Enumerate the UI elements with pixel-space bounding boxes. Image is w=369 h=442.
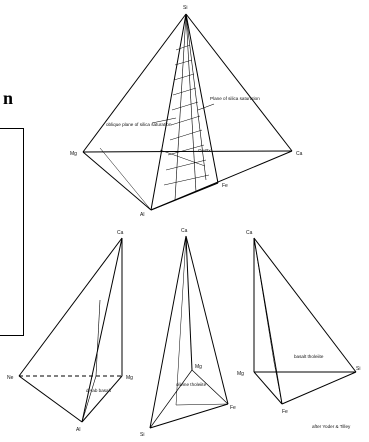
- edge-b-inner-right: [191, 369, 229, 405]
- internal-line-5: [159, 149, 206, 167]
- vertex-label-c-right: Si: [356, 366, 360, 372]
- edge-apex-right: [185, 13, 293, 152]
- edge-left-right: [82, 150, 293, 153]
- internal-b-1: [175, 235, 187, 406]
- edge-apex-left: [82, 13, 187, 153]
- vertex-label-b-inner: Mg: [195, 364, 202, 370]
- label-c: basalt tholeiite: [294, 354, 324, 359]
- label-a: di+ab basalt: [86, 388, 112, 393]
- label-b: olivine tholeiite: [176, 382, 207, 387]
- tetrahedron-b: Ca Mg Si Fe olivine tholeiite: [140, 228, 236, 438]
- internal-line-4: [99, 147, 152, 211]
- label-oblique-plane: oblique plane of silica saturation: [106, 122, 172, 127]
- vertex-label-a-right: Mg: [126, 375, 133, 381]
- hatching: [163, 44, 210, 186]
- edge-c-left-bottom: [253, 371, 283, 405]
- internal-c-1: [253, 237, 275, 363]
- edge-a-bottom-right: [81, 375, 123, 423]
- internal-a-2: [81, 375, 97, 423]
- vertex-label-bottom: Al: [140, 212, 144, 218]
- vertex-label-b-right: Fe: [230, 405, 236, 411]
- vertex-label-b-bottom: Si: [140, 432, 144, 438]
- edge-bottom-inner: [150, 182, 219, 211]
- edge-b-apex-inner: [185, 235, 193, 371]
- vertex-label-c-left: Mg: [237, 371, 244, 377]
- vertex-label-a-apex: Ca: [117, 230, 124, 236]
- edge-b-apex-bottom: [149, 235, 187, 429]
- vertex-label-inner: Fe: [222, 183, 228, 189]
- edge-a-left-bottom: [18, 375, 83, 423]
- internal-a-1: [95, 299, 101, 377]
- heading-fragment: n: [3, 88, 14, 108]
- edge-c-bottom-right: [281, 371, 357, 405]
- vertex-label-b-apex: Ca: [181, 228, 188, 234]
- vertex-label-c-apex: Ca: [246, 230, 253, 236]
- internal-line-1: [174, 13, 187, 201]
- tetrahedron-a: Ca Ne Mg Al di+ab basalt: [7, 230, 133, 433]
- vertex-label-c-bottom: Fe: [282, 409, 288, 415]
- vertex-label-apex: Si: [183, 5, 187, 11]
- label-region: Ol+Px: [198, 148, 211, 153]
- edge-b-apex-right: [185, 235, 229, 405]
- tetrahedron-c: Ca Mg Si Fe basalt tholeiite: [237, 230, 360, 415]
- internal-line-3: [185, 13, 207, 181]
- internal-c-2: [273, 361, 283, 405]
- edge-a-apex-bottom: [81, 237, 123, 423]
- edge-a-apex-left: [18, 237, 123, 377]
- edge-apex-bottom: [150, 13, 187, 211]
- edge-b-bottom-right: [149, 403, 229, 429]
- main-tetrahedron: Si Mg Ca Al Fe oblique plane of silica s…: [70, 5, 303, 218]
- vertex-label-a-left: Ne: [7, 375, 14, 381]
- edge-b-bottom-inner: [149, 369, 193, 429]
- frame-box: [0, 128, 24, 336]
- internal-b-2: [175, 403, 229, 406]
- edge-left-bottom: [82, 151, 152, 211]
- label-saturation-plane: Plane of silica saturation: [210, 96, 260, 101]
- vertex-label-a-bottom: Al: [76, 427, 80, 433]
- edge-c-apex-right: [253, 237, 357, 373]
- callout-oblique: [151, 117, 177, 124]
- vertex-label-left: Mg: [70, 151, 77, 157]
- vertex-label-right: Ca: [296, 151, 303, 157]
- credit-text: after Yoder & Tilley: [312, 424, 351, 429]
- callout-plane: [197, 103, 215, 111]
- edge-apex-inner: [185, 13, 219, 184]
